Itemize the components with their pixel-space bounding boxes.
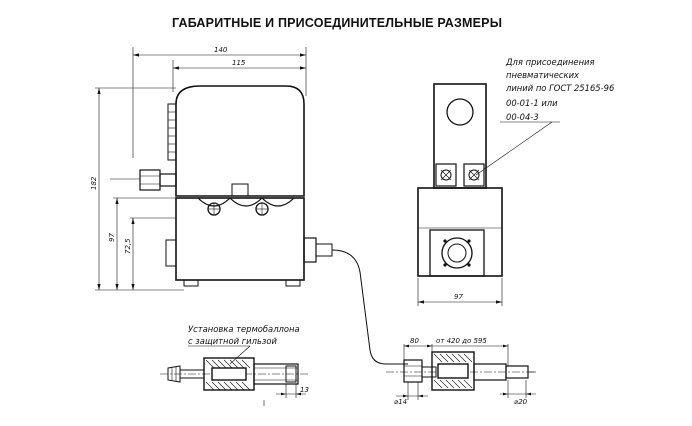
dim-label-dia-20: ⌀20 [514, 398, 528, 406]
connection-nut-left [435, 163, 457, 187]
probe-view: 80 от 420 до 595 ⌀14 ⌀20 [386, 337, 536, 406]
bracket-hole [446, 98, 474, 126]
dim-label-115: 115 [232, 59, 246, 67]
callout-line-4: 00-01-1 или [506, 98, 558, 108]
thermo-caption-2: с защитной гильзой [188, 336, 277, 346]
connection-nut-right [463, 163, 485, 187]
dim-label-97-height: 97 [108, 233, 116, 242]
front-view: 140 115 [90, 46, 408, 365]
callout-line-1: Для присоединения [505, 57, 595, 67]
dim-label-dia-14: ⌀14 [394, 398, 407, 406]
capillary-outlet [303, 237, 317, 263]
callout-line-5: 00-04-3 [506, 112, 539, 122]
capillary-tube [331, 249, 408, 365]
cover-hinge [167, 103, 177, 161]
connection-callout: Для присоединения пневматических линий п… [505, 57, 614, 122]
dim-label-80: 80 [410, 337, 419, 345]
callout-leader [475, 121, 553, 176]
callout-line-2: пневматических [506, 70, 580, 80]
dim-label-13: 13 [300, 386, 309, 394]
side-view: 97 [417, 83, 560, 306]
device-base [175, 197, 305, 281]
side-fitting [110, 169, 177, 191]
thermo-bulb-installation: Установка термобаллона с защитной гильзо… [160, 324, 310, 406]
side-flange [429, 229, 485, 277]
callout-line-3: линий по ГОСТ 25165-96 [505, 83, 614, 93]
dim-label-97-width: 97 [454, 293, 463, 301]
dim-label-72-5: 72,5 [124, 238, 132, 254]
dim-label-140: 140 [214, 46, 228, 54]
dim-label-182: 182 [90, 176, 98, 190]
device-cover [175, 85, 305, 197]
dim-label-probe-length: от 420 до 595 [436, 337, 487, 345]
drawing-title: ГАБАРИТНЫЕ И ПРИСОЕДИНИТЕЛЬНЫЕ РАЗМЕРЫ [172, 16, 502, 30]
thermo-caption-1: Установка термобаллона [188, 324, 300, 334]
